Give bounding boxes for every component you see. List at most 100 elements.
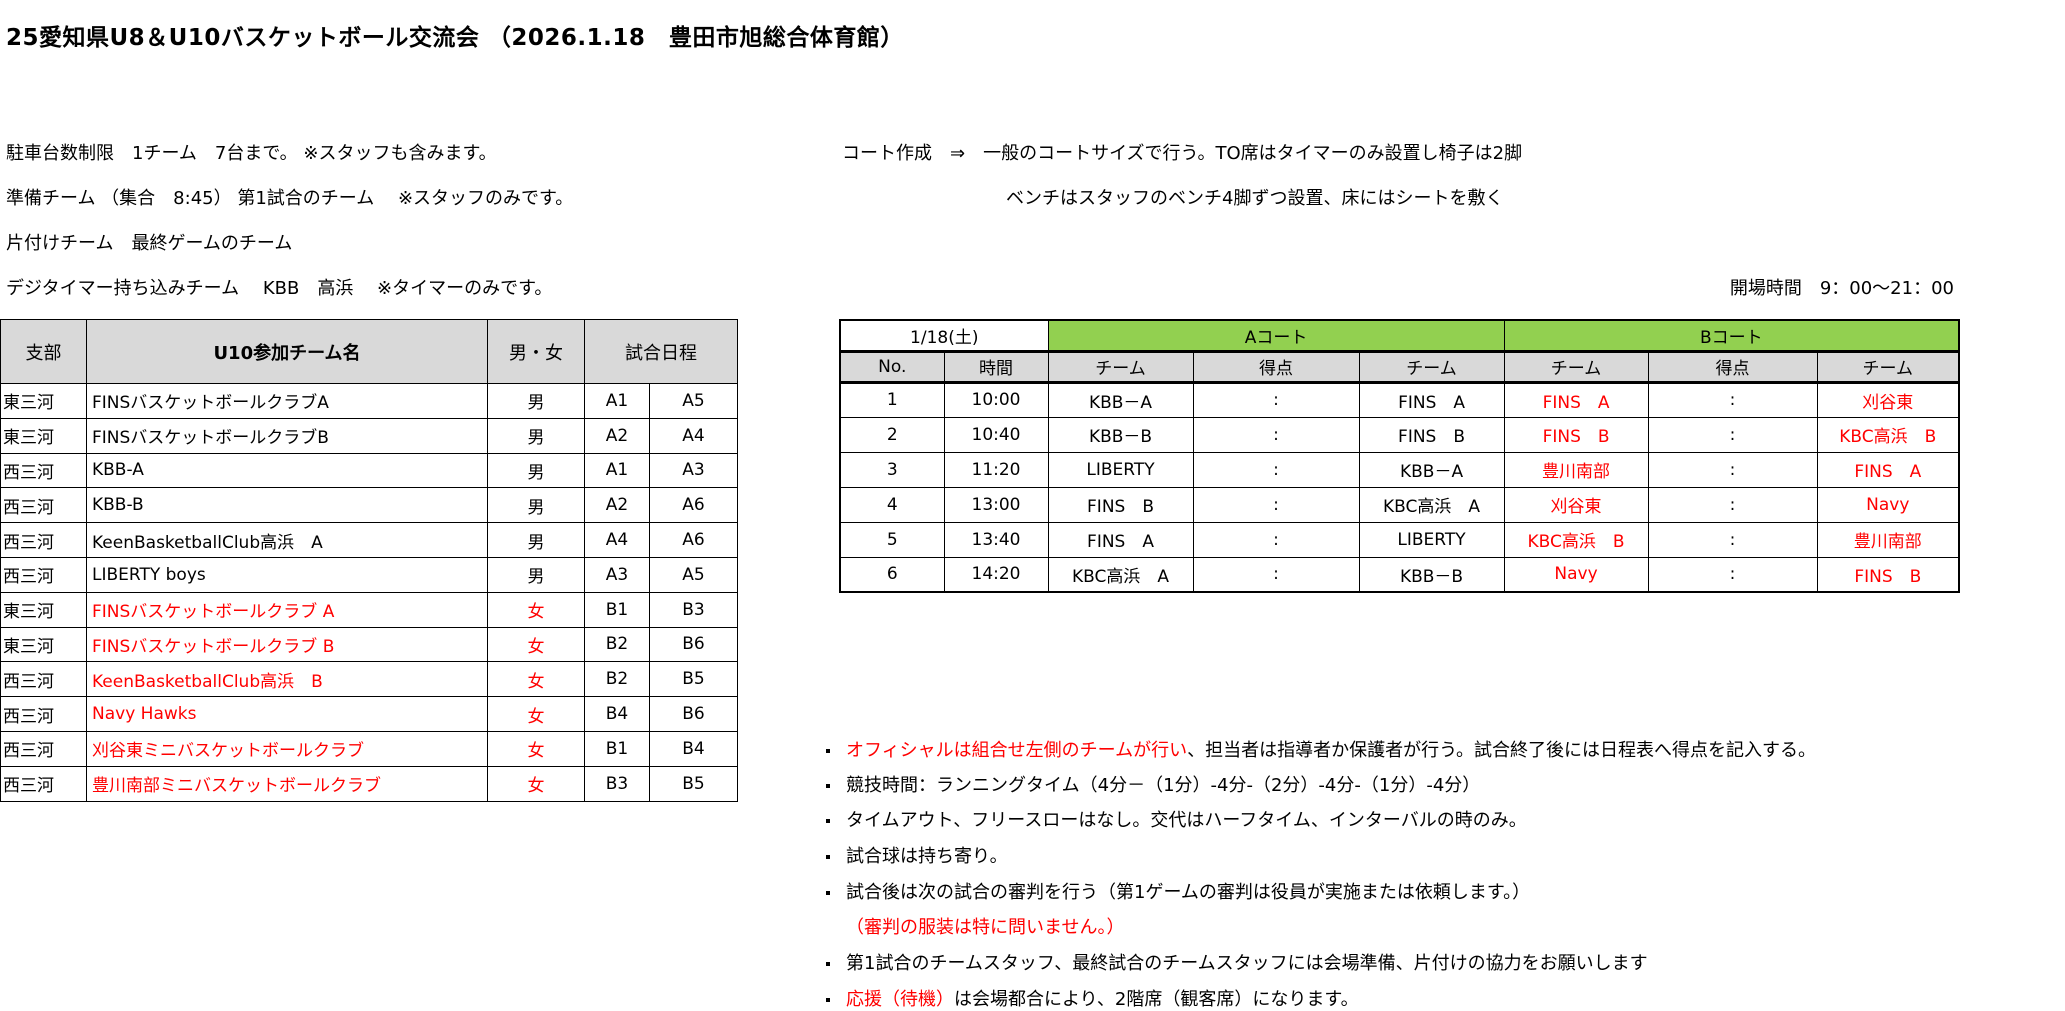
team-gender: 女 [487, 765, 585, 802]
rule-item: 試合後は次の試合の審判を行う（第1ゲームの審判は役員が実施または依頼します。） [826, 878, 1530, 904]
team-gender: 女 [487, 696, 585, 732]
court-a-team-1: KBB－A [1047, 381, 1194, 418]
court-a-team-2: FINS A [1358, 381, 1505, 418]
note-parking: 駐車台数制限 1チーム 7台まで。 ※スタッフも含みます。 [6, 143, 497, 164]
team-game-2: B4 [649, 730, 738, 767]
team-game-1: B2 [584, 626, 650, 663]
court-b-team-2: 刈谷東 [1816, 381, 1960, 418]
header-b-team-2: チーム [1816, 350, 1960, 383]
team-name: 豊川南部ミニバスケットボールクラブ [86, 765, 488, 802]
opening-time: 開場時間 9：00～21：00 [1729, 278, 1954, 299]
game-no: 5 [839, 521, 945, 558]
court-b-team-1: Navy [1503, 556, 1649, 593]
court-b-team-1: KBC高浜 B [1503, 521, 1649, 558]
team-game-2: A6 [649, 522, 738, 558]
note-bench: ベンチはスタッフのベンチ4脚ずつ設置、床にはシートを敷く [1006, 188, 1504, 209]
rule-text: 競技時間：ランニングタイム（4分－（1分）-4分-（2分）-4分-（1分）-4分… [846, 775, 1481, 796]
team-game-1: A1 [584, 383, 650, 419]
game-time: 11:20 [943, 451, 1049, 488]
game-time: 13:40 [943, 521, 1049, 558]
team-game-2: B6 [649, 626, 738, 663]
team-branch: 西三河 [0, 487, 87, 524]
team-branch: 西三河 [0, 556, 87, 593]
team-game-2: A6 [649, 487, 738, 524]
bullet-icon [826, 855, 830, 859]
team-branch: 西三河 [0, 522, 87, 558]
header-gender: 男・女 [487, 319, 585, 384]
rule-text: は会場都合により、2階席（観客席）になります。 [954, 989, 1359, 1010]
team-gender: 女 [487, 730, 585, 767]
team-game-1: B1 [584, 591, 650, 628]
note-timer: デジタイマー持ち込みチーム KBB 高浜 ※タイマーのみです。 [6, 278, 553, 299]
court-a-team-2: KBB－A [1358, 451, 1505, 488]
court-a-team-2: LIBERTY [1358, 521, 1505, 558]
rule-text: 試合後は次の試合の審判を行う（第1ゲームの審判は役員が実施または依頼します。） [846, 882, 1531, 903]
header-a-team-2: チーム [1358, 350, 1505, 383]
team-gender: 女 [487, 626, 585, 663]
court-b-team-2: FINS A [1816, 451, 1960, 488]
team-branch: 西三河 [0, 730, 87, 767]
team-game-2: A5 [649, 383, 738, 419]
team-game-1: A2 [584, 417, 650, 454]
court-a-team-2: KBC高浜 A [1358, 486, 1505, 523]
court-a-score: : [1192, 486, 1360, 523]
team-gender: 男 [487, 487, 585, 524]
court-b-team-2: KBC高浜 B [1816, 416, 1960, 453]
team-branch: 西三河 [0, 661, 87, 698]
team-branch: 西三河 [0, 452, 87, 489]
team-name: KBB-A [86, 452, 488, 489]
court-a-team-1: FINS B [1047, 486, 1194, 523]
court-b-team-2: FINS B [1816, 556, 1960, 593]
team-gender: 男 [487, 383, 585, 419]
team-game-1: A4 [584, 522, 650, 558]
team-game-1: B4 [584, 696, 650, 732]
game-no: 6 [839, 556, 945, 593]
court-b-score: : [1647, 556, 1818, 593]
team-game-2: B5 [649, 765, 738, 802]
team-game-1: B2 [584, 661, 650, 698]
court-b-header: Bコート [1503, 319, 1960, 352]
rule-item: 応援（待機）は会場都合により、2階席（観客席）になります。 [826, 985, 1359, 1011]
bullet-icon [826, 962, 830, 966]
rule-highlight: オフィシャルは組合せ左側のチームが行い [846, 740, 1188, 761]
team-name: KeenBasketballClub高浜 B [86, 661, 488, 698]
bullet-icon [826, 749, 830, 753]
team-branch: 東三河 [0, 626, 87, 663]
schedule-header-row: No.時間チーム得点チームチーム得点チーム [839, 350, 1960, 383]
team-gender: 男 [487, 452, 585, 489]
team-branch: 東三河 [0, 417, 87, 454]
referee-note: （審判の服装は特に問いません。） [846, 917, 1125, 938]
court-b-score: : [1647, 451, 1818, 488]
header-a-score: 得点 [1192, 350, 1360, 383]
rule-text: 、担当者は指導者か保護者が行う。試合終了後には日程表へ得点を記入する。 [1187, 740, 1817, 761]
team-name: FINSバスケットボールクラブ B [86, 626, 488, 663]
rule-highlight: 応援（待機） [846, 989, 954, 1010]
team-game-2: A4 [649, 417, 738, 454]
team-game-2: B6 [649, 696, 738, 732]
court-b-team-1: 豊川南部 [1503, 451, 1649, 488]
header-no: No. [839, 350, 945, 383]
court-b-team-1: FINS A [1503, 381, 1649, 418]
header-b-score: 得点 [1647, 350, 1818, 383]
team-game-1: B3 [584, 765, 650, 802]
game-no: 3 [839, 451, 945, 488]
game-no: 2 [839, 416, 945, 453]
court-a-score: : [1192, 416, 1360, 453]
bullet-icon [826, 784, 830, 788]
team-gender: 女 [487, 591, 585, 628]
team-game-1: A2 [584, 487, 650, 524]
schedule-court-row: 1/18(土) Aコート Bコート [839, 319, 1960, 352]
court-a-team-1: FINS A [1047, 521, 1194, 558]
team-branch: 西三河 [0, 765, 87, 802]
